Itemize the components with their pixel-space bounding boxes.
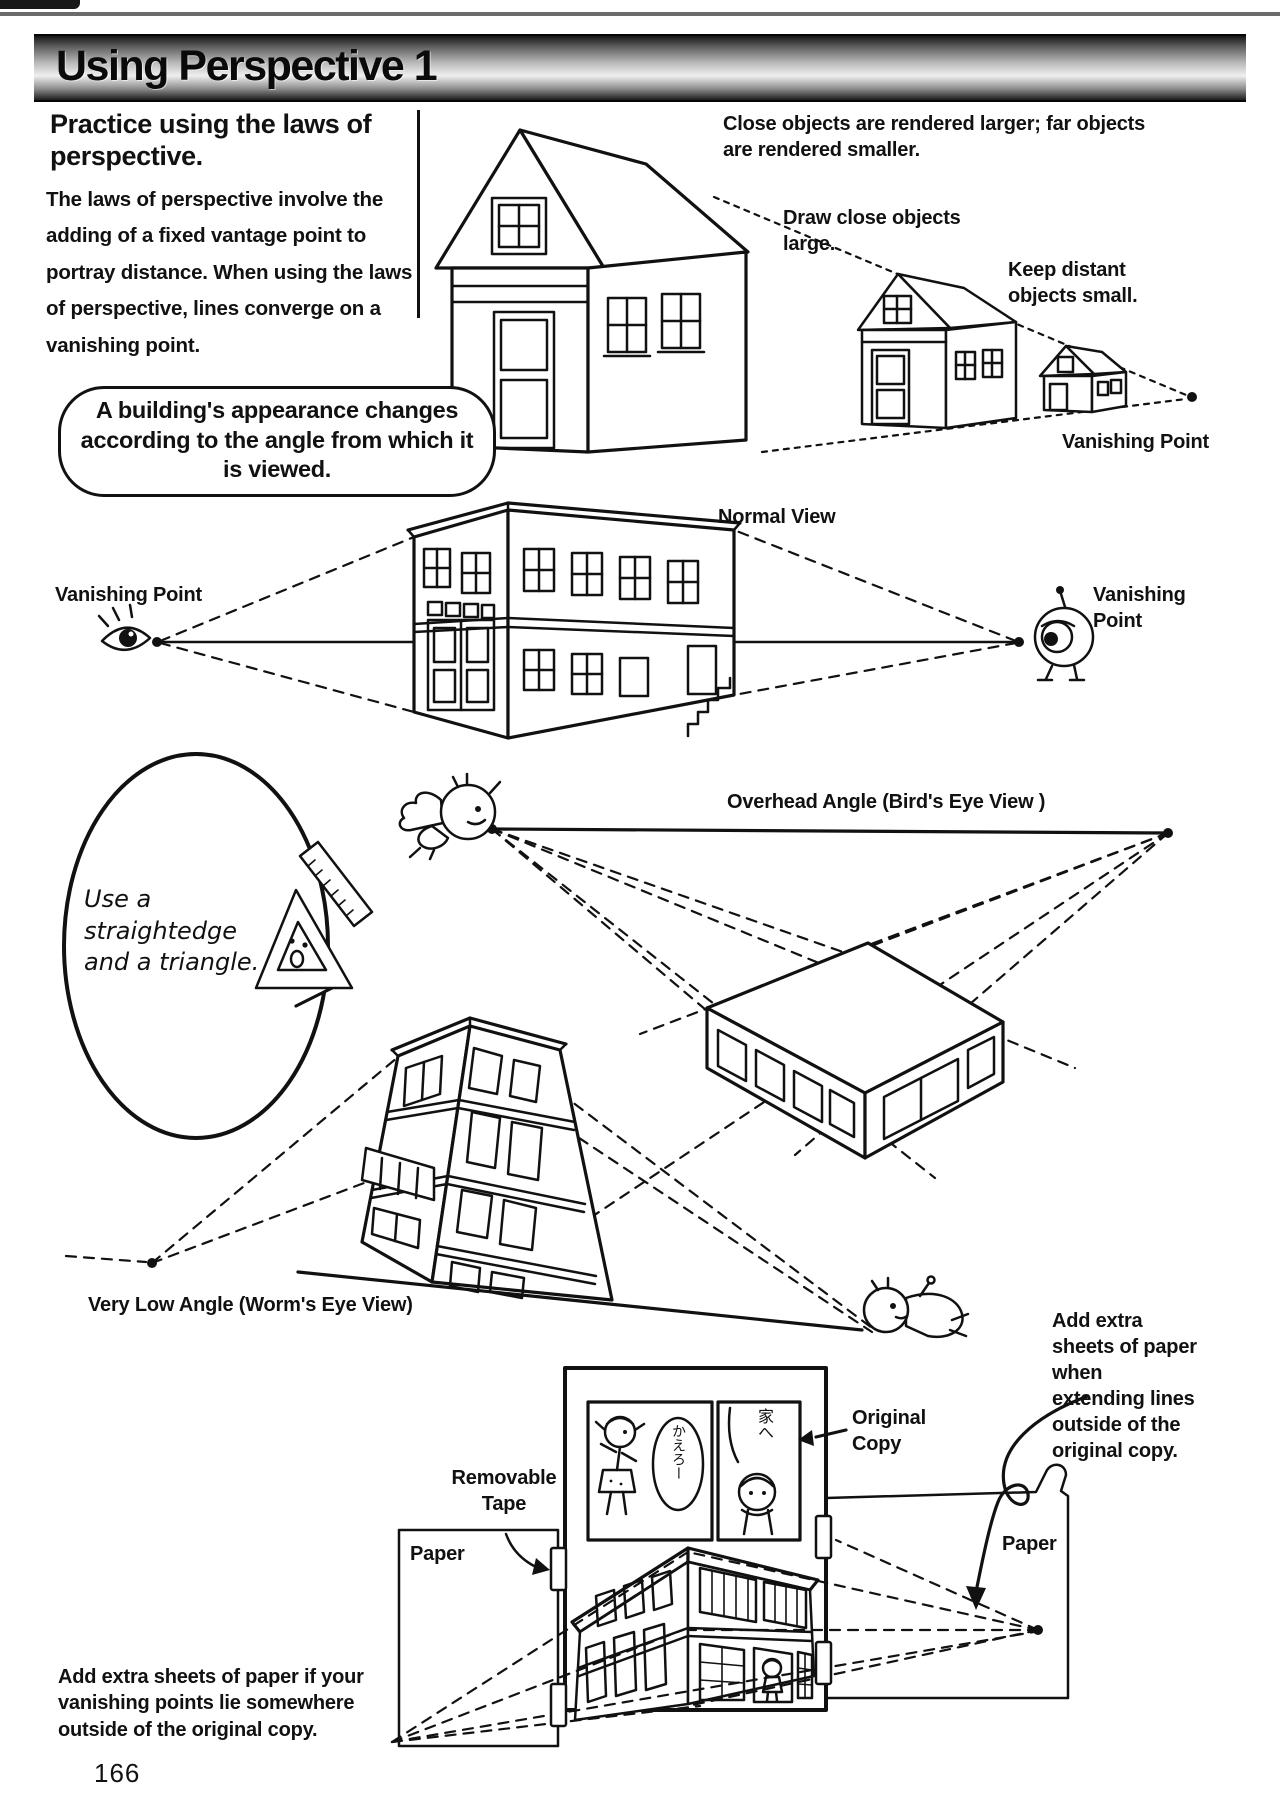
copy-house-drawing (570, 1546, 820, 1722)
left-paper-sheet (397, 1528, 560, 1748)
label-vanishing-point-left: Vanishing Point (55, 584, 203, 606)
birds-eye-diagram (398, 772, 1173, 1240)
caption-close-far: Close objects are rendered larger; far o… (723, 113, 1146, 161)
original-copy-arrow (798, 1428, 848, 1446)
label-keep-distant-small: Keep distant objects small. (1008, 259, 1138, 307)
page-number: 166 (94, 1758, 141, 1788)
label-draw-close-large: Draw close objects large. (783, 207, 961, 255)
scan-artifact-line (0, 12, 1280, 16)
note-extend-lines: Add extra sheets of paper when extending… (1052, 1310, 1197, 1462)
label-vanishing-point-top: Vanishing Point (1062, 431, 1210, 453)
left-eye-icon (97, 603, 152, 651)
removable-tape-pieces (549, 1514, 833, 1728)
label-removable-tape: Removable Tape (451, 1467, 557, 1515)
column-divider (417, 110, 420, 318)
small-house-drawing (1038, 344, 1128, 414)
intro-heading: Practice using the laws of perspective. (50, 109, 372, 172)
right-vanishing-point-dot (1014, 637, 1024, 647)
scan-artifact-blob (0, 0, 80, 9)
birds-eye-building-drawing (705, 941, 1005, 1160)
label-paper-right: Paper (1002, 1533, 1057, 1555)
two-point-building-drawing (406, 501, 742, 740)
balloon-text: Use a straightedge and a triangle. (84, 885, 260, 977)
overhead-right-vp-dot (1163, 828, 1173, 838)
label-very-low-angle: Very Low Angle (Worm's Eye View) (88, 1294, 413, 1316)
tools-balloon (62, 752, 374, 1140)
vanishing-point-dot (1187, 392, 1197, 402)
flying-cherub-icon (398, 772, 502, 861)
extend-lines-arrow (966, 1394, 1090, 1610)
callout-bubble: A building's appearance changes accordin… (58, 386, 496, 497)
ruler-icon (298, 840, 374, 928)
left-vanishing-point-dot (152, 637, 162, 647)
removable-tape-arrow (504, 1532, 550, 1575)
label-normal-view: Normal View (718, 506, 836, 528)
worm-creature-icon (862, 1275, 970, 1339)
manga-panel-2 (716, 1400, 802, 1542)
size-perspective-diagram (434, 128, 1197, 454)
worms-eye-building-drawing (360, 1016, 614, 1302)
normal-view-diagram (97, 501, 1095, 740)
medium-house-drawing (856, 272, 1018, 430)
label-original-copy: Original Copy (852, 1407, 926, 1455)
large-house-drawing (434, 128, 750, 454)
label-paper-left: Paper (410, 1543, 465, 1565)
intro-body: The laws of perspective involve the addi… (46, 188, 413, 357)
manga-balloon-text-1: かえろー (670, 1424, 686, 1480)
worms-eye-diagram (64, 1016, 970, 1339)
label-vanishing-point-right: Vanishing Point (1093, 584, 1186, 632)
manga-panel-1 (586, 1400, 714, 1542)
page-title: Using Perspective 1 (56, 42, 438, 90)
label-overhead-angle: Overhead Angle (Bird's Eye View ) (727, 791, 1046, 813)
triangle-tool-icon (254, 888, 354, 990)
right-paper-sheet (824, 1463, 1070, 1700)
right-eye-creature-icon (1033, 586, 1095, 682)
note-extra-sheets: Add extra sheets of paper if your vanish… (58, 1666, 364, 1741)
manga-balloon-text-2: 家へ (755, 1408, 774, 1440)
copy-setup-diagram (390, 1366, 1090, 1748)
section-title-bar: Using Perspective 1 (34, 34, 1246, 102)
